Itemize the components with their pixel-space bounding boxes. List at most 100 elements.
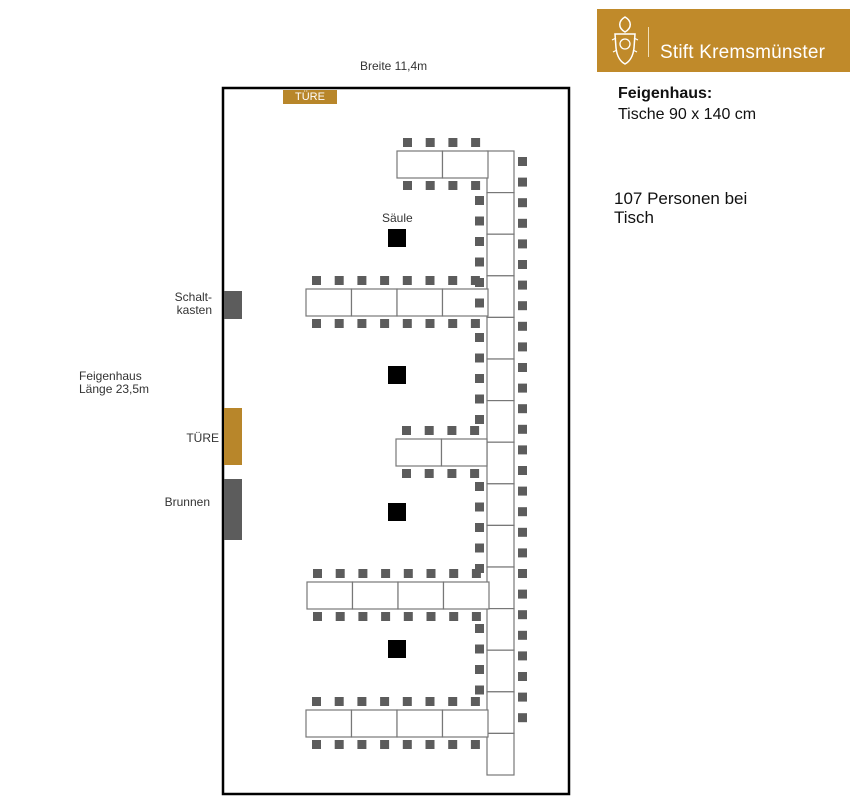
chair	[475, 353, 484, 363]
chair	[448, 276, 458, 285]
chair	[475, 685, 484, 695]
chair	[403, 181, 412, 190]
table	[486, 691, 515, 734]
table	[486, 150, 515, 194]
chair	[380, 697, 390, 706]
table	[441, 150, 489, 179]
fountain-label: Brunnen	[164, 495, 210, 509]
chair	[518, 157, 527, 166]
chair	[475, 523, 484, 532]
table	[486, 524, 515, 568]
table	[486, 316, 515, 360]
table	[305, 709, 353, 738]
chair	[402, 319, 412, 328]
chair	[518, 486, 527, 496]
chair	[475, 502, 484, 512]
chair	[518, 280, 527, 290]
chair	[518, 424, 527, 434]
chair	[518, 713, 527, 723]
logo-text: Stift Kremsmünster	[660, 42, 826, 63]
table	[486, 483, 515, 526]
chair	[471, 569, 481, 578]
table	[306, 581, 354, 610]
chair	[358, 612, 368, 621]
width-label: Breite 11,4m	[360, 59, 428, 73]
chair	[380, 740, 390, 749]
chair	[380, 319, 390, 328]
chair	[475, 665, 484, 674]
chair	[381, 569, 391, 578]
info-persons: 107 Personen bei Tisch	[614, 189, 748, 227]
table	[442, 581, 490, 610]
door-top	[283, 90, 337, 104]
chair	[518, 672, 527, 681]
chair	[425, 181, 435, 190]
info-title: Feigenhaus:	[618, 85, 713, 102]
length-label-line1: Feigenhaus	[79, 369, 142, 383]
chair	[448, 697, 458, 706]
chair	[475, 216, 484, 226]
chair	[447, 426, 457, 435]
fountain	[224, 479, 242, 540]
chair	[424, 426, 434, 435]
table	[486, 441, 515, 485]
room-outline	[221, 86, 571, 796]
chair	[449, 569, 459, 578]
chair	[334, 697, 344, 706]
chair	[471, 138, 481, 147]
table	[486, 649, 515, 693]
chair	[335, 612, 345, 621]
chair	[518, 527, 527, 537]
chair	[518, 548, 527, 558]
chair	[402, 469, 411, 478]
chair	[475, 644, 484, 654]
chair	[402, 276, 412, 285]
chair	[518, 321, 527, 331]
table	[440, 438, 488, 467]
chair	[448, 740, 458, 749]
switch-box-label-line2: kasten	[176, 303, 212, 317]
chair	[475, 482, 484, 491]
table	[396, 288, 444, 317]
chair	[518, 507, 527, 517]
chair	[380, 276, 390, 285]
chair	[448, 181, 458, 190]
chair	[470, 740, 480, 749]
chair	[475, 415, 484, 424]
chair	[475, 374, 484, 383]
logo-divider	[648, 27, 649, 57]
logo-banner: Stift Kremsmünster	[597, 9, 850, 72]
chair	[518, 383, 527, 393]
chair	[357, 276, 367, 285]
chair	[313, 612, 322, 621]
table	[305, 288, 353, 317]
chair	[475, 394, 484, 404]
chair	[475, 333, 484, 342]
chair	[425, 319, 435, 328]
table	[397, 581, 445, 610]
chair	[518, 239, 527, 249]
chair	[312, 319, 321, 328]
chair	[518, 610, 527, 620]
table	[486, 607, 515, 651]
chair	[470, 697, 480, 706]
chair	[425, 697, 435, 706]
table	[396, 150, 444, 179]
table	[486, 275, 515, 318]
chair	[381, 612, 391, 621]
chair	[518, 260, 527, 269]
switch-box-label: Schalt- kasten	[150, 291, 212, 317]
chair	[475, 543, 484, 553]
chair	[425, 740, 435, 749]
chair	[518, 218, 527, 228]
table	[486, 358, 515, 402]
chair	[475, 624, 484, 633]
chair	[425, 276, 435, 285]
chair	[357, 740, 367, 749]
chair	[470, 469, 480, 478]
chair	[335, 569, 345, 578]
table	[441, 709, 489, 738]
chair	[358, 569, 368, 578]
table	[395, 438, 443, 467]
